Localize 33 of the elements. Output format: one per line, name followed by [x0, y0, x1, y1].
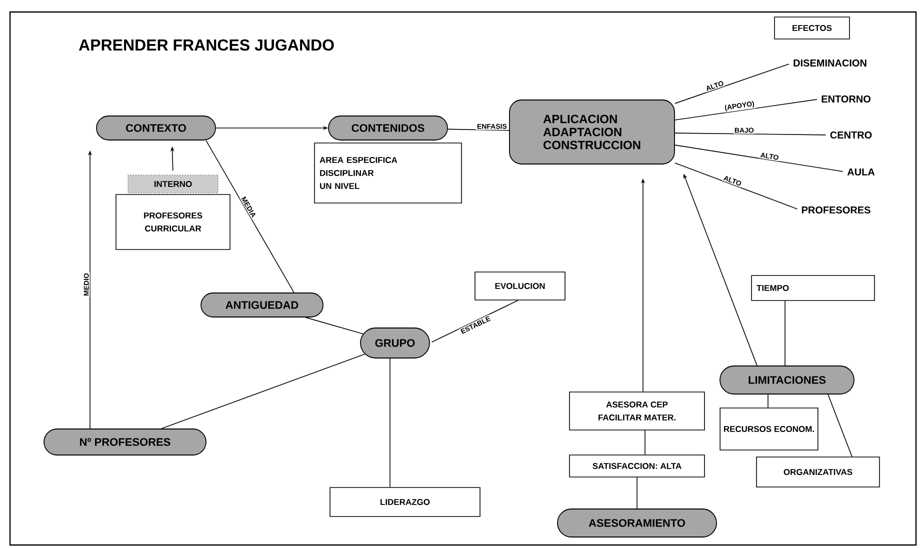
connector-line — [206, 140, 294, 293]
text-box: AREA ESPECIFICA DISCIPLINAR UN NIVEL — [314, 142, 462, 204]
connector-line — [636, 477, 638, 509]
text-box: PROFESORES CURRICULAR — [116, 194, 230, 250]
effect-label: ENTORNO — [822, 95, 870, 103]
connector-line — [674, 144, 844, 172]
connector-line — [674, 99, 818, 120]
connector-line — [161, 354, 366, 429]
connector-line — [784, 300, 786, 366]
title: APRENDER FRANCES JUGANDO — [78, 39, 334, 51]
text-box: ASESORA CEP FACILITAR MATER. — [569, 392, 705, 430]
connector-line — [674, 64, 790, 104]
text-box: ORGANIZATIVAS — [756, 456, 880, 488]
connector-line — [674, 132, 826, 136]
connector-line — [448, 128, 510, 131]
text-box: LIDERAZGO — [330, 487, 480, 517]
connector-line — [674, 162, 798, 210]
effect-label: CENTRO — [830, 131, 872, 139]
effect-label: DISEMINACION — [794, 59, 866, 67]
text-box: TIEMPO — [751, 275, 875, 301]
connector-line — [431, 300, 518, 343]
text-box: RECURSOS ECONOM. — [720, 408, 818, 450]
concept-box: APLICACION ADAPTACION CONSTRUCCION — [509, 100, 675, 164]
connector-line — [644, 430, 646, 455]
connector-line — [305, 317, 364, 334]
shaded-box: INTERNO — [128, 174, 218, 194]
text-box: SATISFACCION: ALTA — [569, 454, 705, 478]
concept-oval: ASESORAMIENTO — [557, 508, 717, 538]
connector-line — [828, 394, 852, 457]
text-box: EVOLUCION — [474, 272, 566, 300]
effect-label: AULA — [847, 168, 875, 176]
text-box: EFECTOS — [774, 16, 850, 40]
effect-label: PROFESORES — [802, 206, 870, 214]
